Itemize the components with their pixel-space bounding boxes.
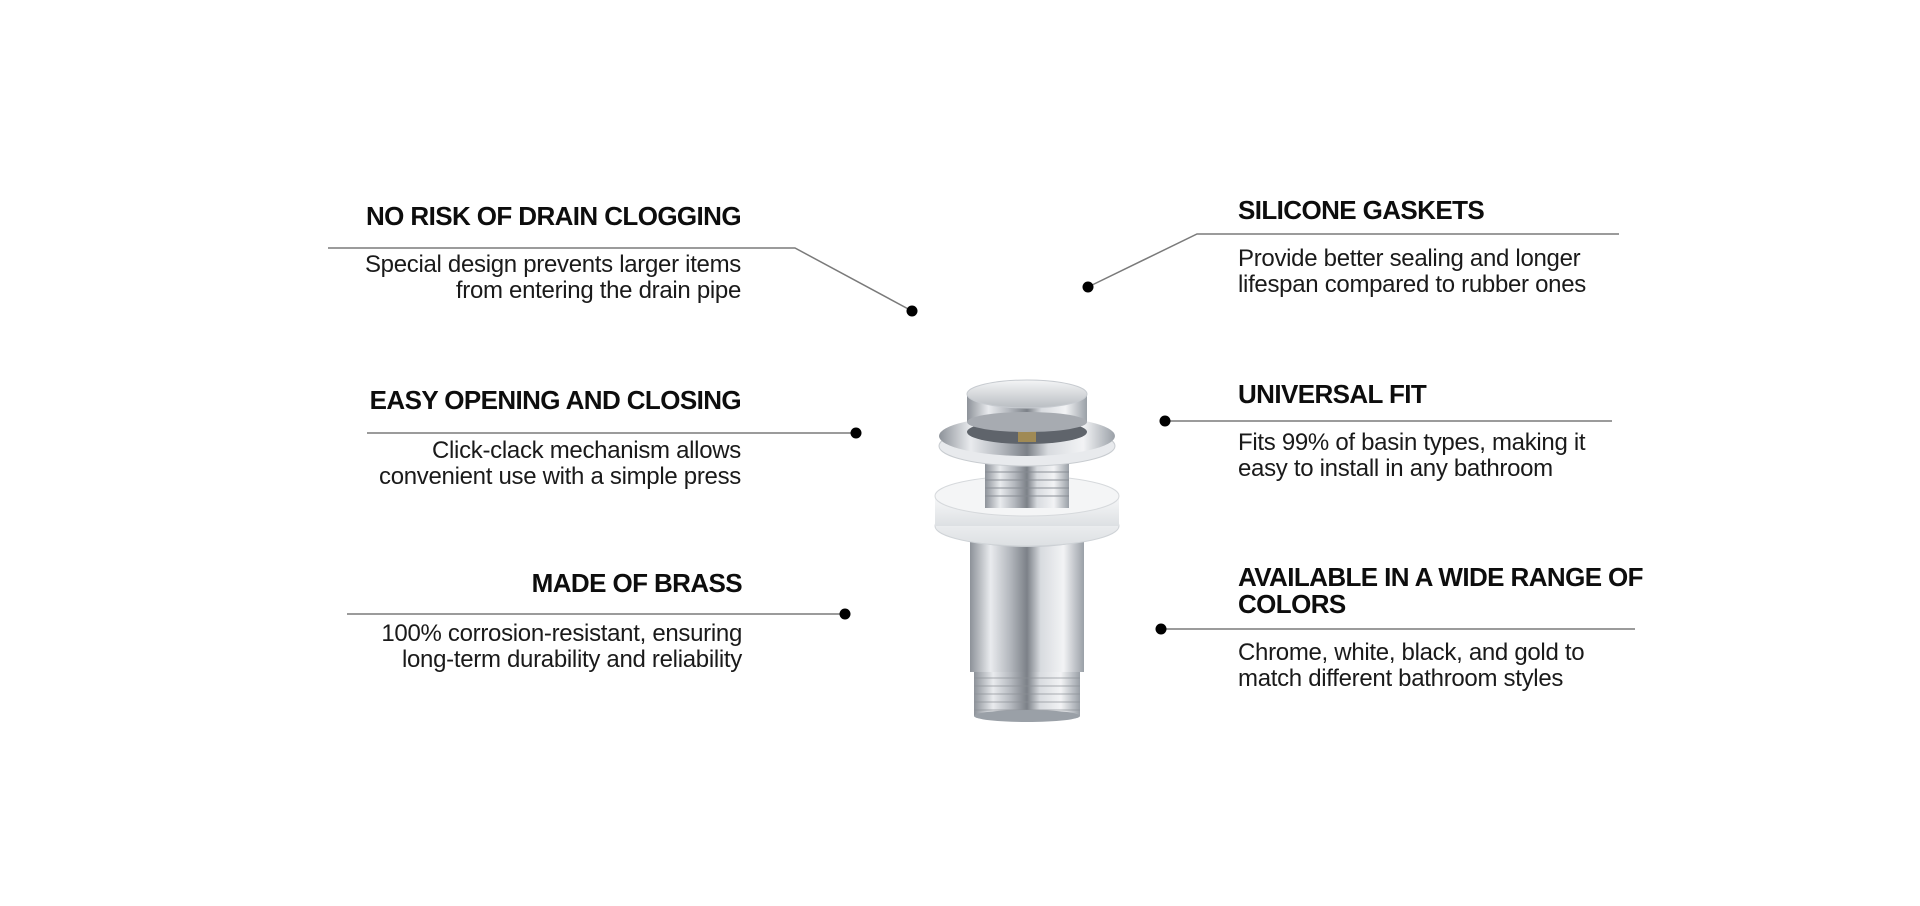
feature-desc-line: Click-clack mechanism allows: [431, 437, 741, 464]
feature-title: EASY OPENING AND CLOSING: [369, 385, 742, 415]
callout-dot-drain-clogging: [906, 305, 918, 317]
feature-title: NO RISK OF DRAIN CLOGGING: [365, 201, 742, 231]
feature-easy-opening: EASY OPENING AND CLOSING Click-clack mec…: [321, 385, 742, 490]
feature-desc-line: Chrome, white, black, and gold to: [1238, 639, 1585, 666]
callout-dot-silicone: [1082, 281, 1094, 293]
feature-desc-line: match different bathroom styles: [1238, 665, 1564, 692]
feature-universal-fit: UNIVERSAL FIT Fits 99% of basin types, m…: [1238, 381, 1678, 482]
feature-title: AVAILABLE IN A WIDE RANGE OF: [1238, 562, 1644, 592]
feature-desc-line: 100% corrosion-resistant, ensuring: [381, 620, 742, 647]
callout-dot-colors: [1155, 623, 1167, 635]
feature-desc-line: Fits 99% of basin types, making it: [1238, 429, 1586, 456]
callout-dot-universal-fit: [1159, 415, 1171, 427]
feature-desc-line: easy to install in any bathroom: [1238, 455, 1553, 482]
feature-desc-line: lifespan compared to rubber ones: [1238, 271, 1586, 298]
callout-dot-easy-opening: [850, 427, 862, 439]
feature-title: MADE OF BRASS: [531, 568, 743, 598]
product-image-drain: [934, 379, 1120, 722]
feature-desc-line: Special design prevents larger items: [364, 251, 741, 278]
feature-title: UNIVERSAL FIT: [1238, 379, 1427, 409]
feature-title: SILICONE GASKETS: [1238, 195, 1485, 225]
feature-silicone-gaskets: SILICONE GASKETS Provide better sealing …: [1238, 197, 1678, 298]
feature-drain-clogging: NO RISK OF DRAIN CLOGGING Special design…: [321, 201, 742, 304]
feature-brass: MADE OF BRASS 100% corrosion-resistant, …: [322, 570, 742, 673]
feature-desc-line: convenient use with a simple press: [379, 463, 741, 490]
feature-colors: AVAILABLE IN A WIDE RANGE OF COLORS Chro…: [1238, 564, 1698, 692]
callout-dot-brass: [839, 608, 851, 620]
feature-desc-line: long-term durability and reliability: [401, 646, 742, 673]
feature-desc-line: from entering the drain pipe: [455, 277, 741, 304]
callout-line-silicone: [1087, 233, 1619, 288]
feature-desc-line: Provide better sealing and longer: [1238, 245, 1581, 272]
feature-title: COLORS: [1238, 589, 1346, 619]
callout-line-drain-clogging: [328, 247, 913, 312]
